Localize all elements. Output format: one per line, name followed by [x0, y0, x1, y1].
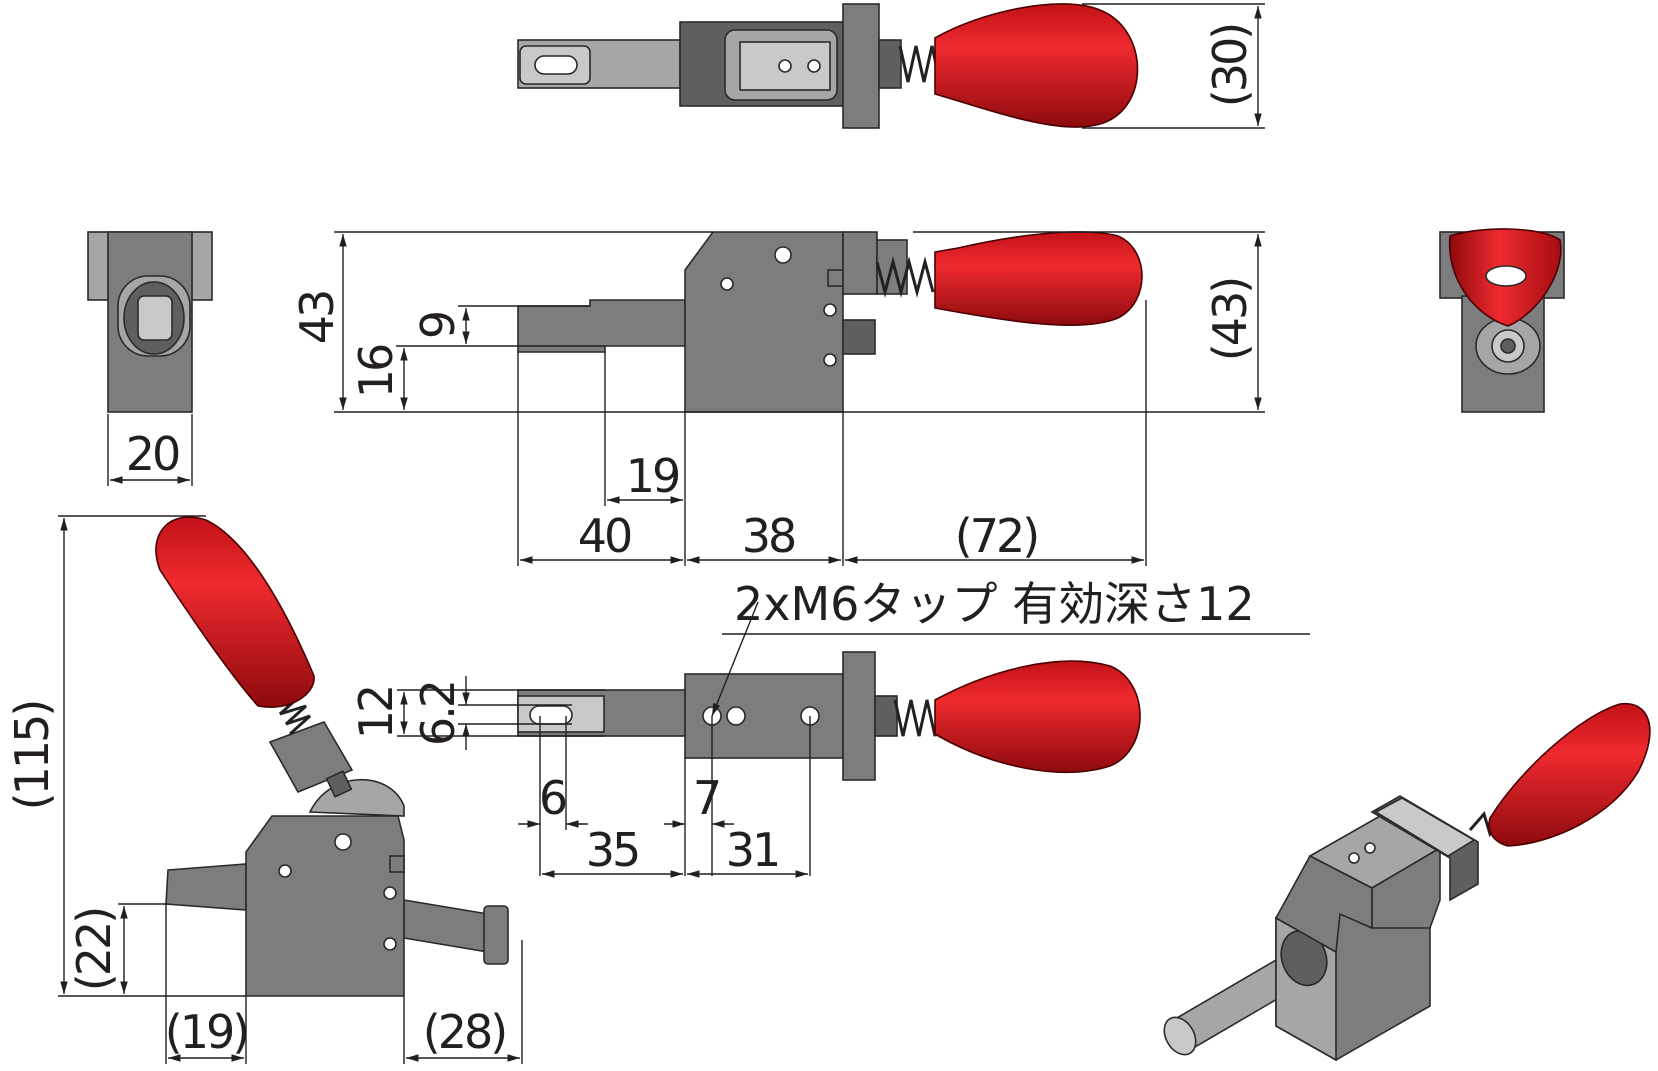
- dim-front-height-ref: (43): [1203, 279, 1257, 361]
- dim-6: 6: [539, 771, 566, 825]
- dim-7: 7: [693, 771, 719, 825]
- dim-19: 19: [626, 449, 679, 503]
- dim-12: 12: [349, 687, 403, 740]
- left-side-view: [87, 231, 213, 413]
- side-width-dim: 20: [107, 414, 193, 486]
- front-view: [517, 231, 1143, 413]
- tap-note: 2xM6タップ 有効深さ12: [734, 577, 1255, 631]
- raised-dims: (115) (22) (19) (28): [5, 515, 523, 1064]
- dim-6-2: 6.2: [411, 682, 465, 746]
- dim-35: 35: [586, 823, 639, 877]
- dim-side-width: 20: [126, 427, 179, 481]
- dim-115: (115): [5, 702, 59, 811]
- dim-40: 40: [578, 509, 631, 563]
- dim-22: (22): [67, 909, 121, 991]
- leader-arrow: [711, 601, 759, 717]
- top-height-dim: (30): [1082, 3, 1265, 129]
- dim-9: 9: [411, 312, 465, 339]
- dim-31: 31: [726, 823, 779, 877]
- raised-side-view: [155, 516, 509, 997]
- top-view: [517, 3, 1139, 129]
- dim-19-ref: (19): [165, 1005, 247, 1059]
- dim-28: (28): [423, 1005, 505, 1059]
- front-dims: 43 16 9 19 40 38 (72) (43): [290, 231, 1265, 566]
- right-end-view: [1439, 228, 1565, 413]
- dim-front-height: 43: [290, 292, 344, 345]
- plan-view: [517, 651, 1141, 781]
- dim-38: 38: [742, 509, 795, 563]
- dim-top-height: (30): [1203, 25, 1257, 107]
- isometric-view: [1163, 702, 1651, 1062]
- dim-72: (72): [955, 509, 1037, 563]
- plan-dims: 2xM6タップ 有効深さ12 12 6.2 6 7 35 31: [349, 577, 1310, 878]
- dim-16: 16: [349, 345, 403, 398]
